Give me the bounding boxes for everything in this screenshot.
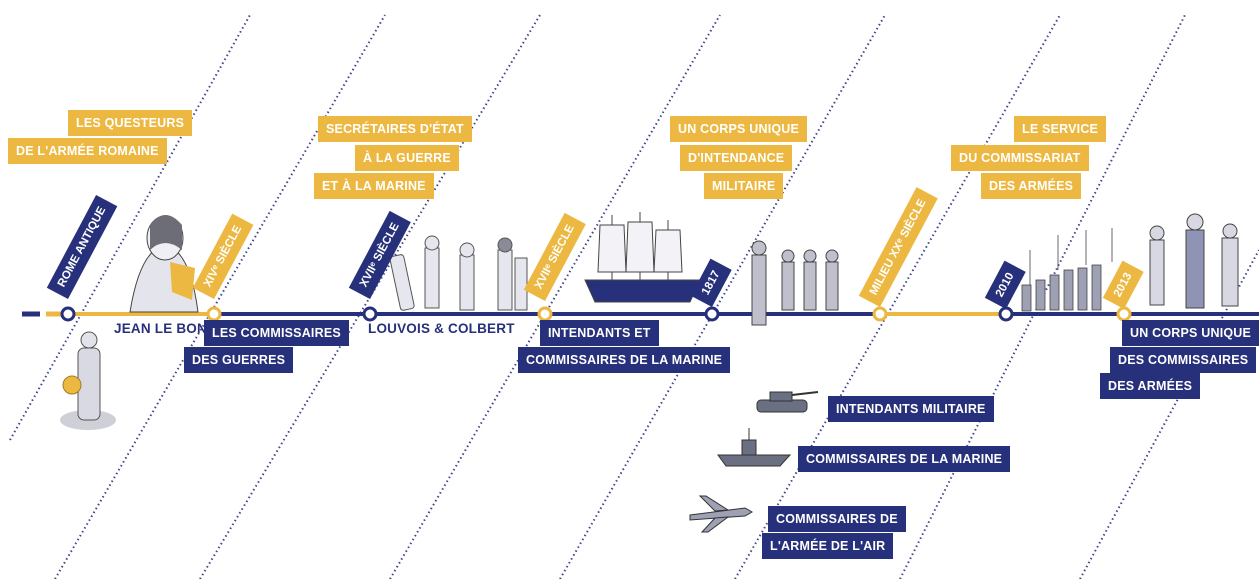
parade-icon	[1021, 228, 1113, 312]
label-corps-commissaires-1: UN CORPS UNIQUE	[1122, 320, 1259, 346]
label-intendants-2: COMMISSAIRES DE LA MARINE	[518, 347, 731, 373]
timeline-node	[872, 306, 888, 322]
label-commissaires-air-2: L'ARMÉE DE L'AIR	[762, 533, 894, 559]
officers-icon	[1149, 213, 1239, 309]
king-portrait-icon	[129, 215, 199, 313]
label-corps-unique-2: D'INTENDANCE	[680, 145, 793, 171]
label-commissaires-guerres-1: LES COMMISSAIRES	[204, 320, 349, 346]
timeline-node	[537, 306, 553, 322]
separator	[9, 14, 251, 441]
separator	[389, 14, 721, 579]
label-intendants-1: INTENDANTS ET	[540, 320, 659, 346]
timeline-node	[1116, 306, 1132, 322]
label-corps-commissaires-2: DES COMMISSAIRES	[1110, 347, 1257, 373]
tank-icon	[756, 391, 819, 413]
soldiers-icon	[751, 240, 839, 326]
separator	[559, 14, 886, 579]
label-commissaires-guerres-2: DES GUERRES	[184, 347, 294, 373]
label-corps-unique-1: UN CORPS UNIQUE	[670, 116, 808, 142]
label-louvois-colbert: LOUVOIS & COLBERT	[368, 321, 515, 336]
warship-icon	[717, 428, 792, 467]
timeline-node	[362, 306, 378, 322]
label-secretaires-2: À LA GUERRE	[355, 145, 459, 171]
label-jean-le-bon: JEAN LE BON	[114, 321, 207, 336]
label-intendants-militaire: INTENDANTS MILITAIRE	[828, 396, 994, 422]
label-corps-unique-3: MILITAIRE	[704, 173, 784, 199]
label-service-3: DES ARMÉES	[981, 173, 1082, 199]
timeline-node	[60, 306, 76, 322]
label-commissaires-marine: COMMISSAIRES DE LA MARINE	[798, 446, 1011, 472]
label-service-1: LE SERVICE	[1014, 116, 1107, 142]
separator	[734, 14, 1061, 579]
label-secretaires-3: ET À LA MARINE	[314, 173, 434, 199]
label-secretaires-1: SECRÉTAIRES D'ÉTAT	[318, 116, 472, 142]
timeline-node	[704, 306, 720, 322]
timeline-nodes	[60, 306, 1132, 322]
label-commissaires-air-1: COMMISSAIRES DE	[768, 506, 906, 532]
statue-icon	[60, 331, 116, 430]
label-corps-commissaires-3: DES ARMÉES	[1100, 373, 1201, 399]
sailing-ship-icon	[584, 212, 701, 303]
label-questeurs-1: LES QUESTEURS	[68, 110, 193, 136]
timeline-node	[998, 306, 1014, 322]
courtiers-icon	[389, 235, 528, 311]
separator	[54, 14, 386, 579]
jet-icon	[689, 495, 754, 533]
label-questeurs-2: DE L'ARMÉE ROMAINE	[8, 138, 167, 164]
label-service-2: DU COMMISSARIAT	[951, 145, 1089, 171]
